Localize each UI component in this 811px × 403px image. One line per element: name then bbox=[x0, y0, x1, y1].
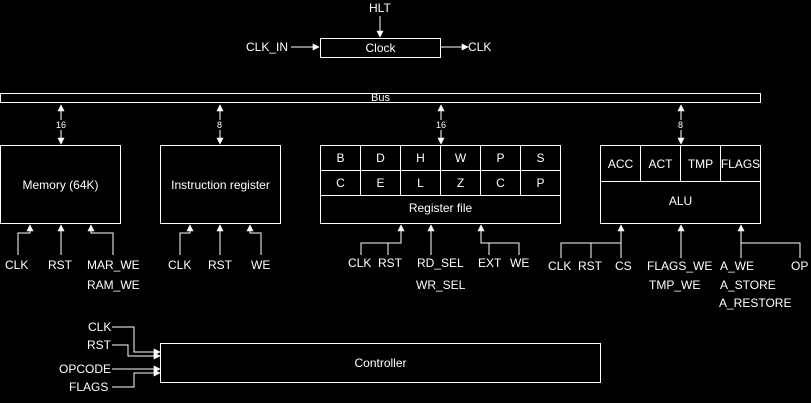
clk-in-label: CLK_IN bbox=[246, 40, 289, 54]
regfile-rst-signal: RST bbox=[378, 256, 402, 270]
ctrl-flags-line bbox=[112, 369, 161, 388]
regfile-wr-sel-signal: WR_SEL bbox=[416, 278, 466, 292]
ir-label: Instruction register bbox=[171, 177, 270, 192]
ctrl-clk-line bbox=[112, 326, 161, 356]
alu-flags-register: FLAGS bbox=[720, 145, 761, 182]
ir-rst-signal: RST bbox=[208, 258, 232, 272]
alu-label: ALU bbox=[668, 194, 693, 208]
controller-label: Controller bbox=[354, 356, 407, 370]
hlt-label: HLT bbox=[369, 1, 391, 15]
ctrl-flags-input: FLAGS bbox=[69, 380, 109, 394]
regfile-label: Register file bbox=[408, 201, 473, 215]
alu-cs-signal: CS bbox=[615, 259, 632, 273]
regfile-ext-signal: EXT bbox=[478, 256, 502, 270]
alu-tmp-register: TMP bbox=[680, 145, 721, 182]
regfile-bus-width: 16 bbox=[435, 120, 448, 130]
ctrl-opcode-input: OPCODE bbox=[59, 362, 112, 376]
reg-w: W bbox=[440, 145, 481, 171]
ctrl-rst-input: RST bbox=[87, 338, 111, 352]
ir-clk-line bbox=[179, 224, 194, 255]
ir-block: Instruction register bbox=[160, 145, 281, 224]
memory-mar-we-signal: MAR_WE bbox=[87, 258, 140, 272]
alu-flags-we-signal: FLAGS_WE bbox=[647, 259, 713, 273]
reg-p-high: P bbox=[480, 145, 521, 171]
memory-we-line bbox=[87, 224, 114, 255]
reg-p-low: P bbox=[520, 170, 561, 196]
alu-a-store-signal: A_STORE bbox=[720, 278, 776, 292]
alu-tmp-we-signal: TMP_WE bbox=[649, 278, 701, 292]
alu-a-we-signal: A_WE bbox=[720, 259, 755, 273]
ctrl-rst-line bbox=[112, 344, 161, 360]
alu-bus-width: 8 bbox=[677, 120, 685, 130]
controller-block: Controller bbox=[160, 343, 601, 383]
reg-e: E bbox=[360, 170, 401, 196]
reg-b: B bbox=[320, 145, 361, 171]
alu-op-line bbox=[737, 224, 801, 258]
alu-clk-signal: CLK bbox=[548, 259, 572, 273]
alu-rst-signal: RST bbox=[578, 259, 602, 273]
bus-block: Bus bbox=[0, 92, 761, 104]
memory-rst-signal: RST bbox=[48, 258, 72, 272]
ctrl-clk-input: CLK bbox=[88, 320, 112, 334]
reg-l: L bbox=[400, 170, 441, 196]
alu-op-signal: OP bbox=[791, 259, 809, 273]
memory-block: Memory (64K) bbox=[0, 145, 121, 224]
memory-ram-we-signal: RAM_WE bbox=[87, 278, 140, 292]
reg-d: D bbox=[360, 145, 401, 171]
reg-s: S bbox=[520, 145, 561, 171]
bus-label: Bus bbox=[371, 92, 390, 104]
memory-label: Memory (64K) bbox=[22, 177, 99, 192]
ir-clk-signal: CLK bbox=[168, 258, 192, 272]
ir-bus-width: 8 bbox=[216, 120, 224, 130]
clk-out-label: CLK bbox=[468, 40, 492, 54]
regfile-we-signal: WE bbox=[510, 256, 530, 270]
regfile-clk-signal: CLK bbox=[348, 256, 372, 270]
reg-z: Z bbox=[440, 170, 481, 196]
regfile-we-line bbox=[477, 224, 520, 255]
memory-clk-line bbox=[17, 224, 34, 255]
reg-c: C bbox=[320, 170, 361, 196]
reg-h: H bbox=[400, 145, 441, 171]
memory-bus-width: 16 bbox=[55, 120, 68, 130]
alu-act-register: ACT bbox=[640, 145, 681, 182]
alu-a-restore-signal: A_RESTORE bbox=[719, 296, 792, 310]
alu-acc-register: ACC bbox=[600, 145, 641, 182]
regfile-rd-sel-signal: RD_SEL bbox=[417, 256, 464, 270]
memory-clk-signal: CLK bbox=[5, 258, 29, 272]
ir-we-signal: WE bbox=[251, 258, 271, 272]
regfile-clk-line bbox=[360, 224, 405, 255]
clock-block: Clock bbox=[320, 38, 441, 58]
ir-we-line bbox=[246, 224, 262, 255]
reg-c-low: C bbox=[480, 170, 521, 196]
clock-label: Clock bbox=[365, 41, 396, 55]
